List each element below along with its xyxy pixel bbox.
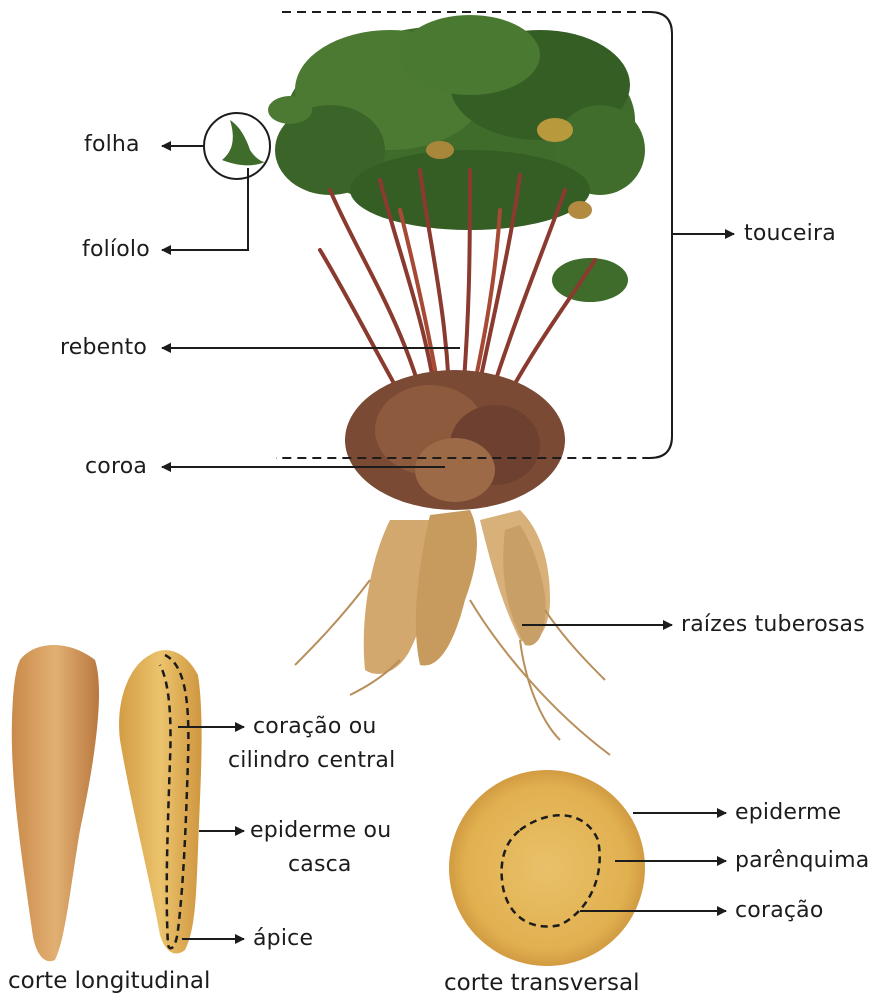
label-coroa: coroa [85, 454, 147, 480]
label-raizes-tuberosas: raízes tuberosas [681, 612, 865, 638]
label-apice: ápice [253, 926, 313, 952]
label-epiderme-casca-line1: epiderme ou [250, 818, 391, 844]
label-foliolo: folíolo [82, 237, 150, 263]
label-touceira: touceira [744, 221, 836, 247]
halved-root [119, 650, 202, 953]
label-epiderme-casca-line2: casca [288, 852, 352, 878]
label-coracao-cilindro-line1: coração ou [253, 714, 377, 740]
label-coracao: coração [735, 898, 824, 924]
cross-section-disc [449, 770, 645, 966]
caption-corte-longitudinal: corte longitudinal [8, 968, 210, 994]
label-parenquima: parênquima [735, 848, 869, 874]
caption-corte-transversal: corte transversal [444, 970, 639, 996]
leaflet-shape [222, 120, 265, 165]
label-folha: folha [84, 132, 140, 158]
whole-root [12, 645, 99, 961]
plant-crown [345, 370, 565, 510]
arrow-foliolo [162, 168, 248, 250]
touceira-bracket-solid [650, 12, 672, 458]
label-coracao-cilindro-line2: cilindro central [228, 748, 395, 774]
label-rebento: rebento [60, 335, 147, 361]
label-epiderme: epiderme [735, 800, 841, 826]
